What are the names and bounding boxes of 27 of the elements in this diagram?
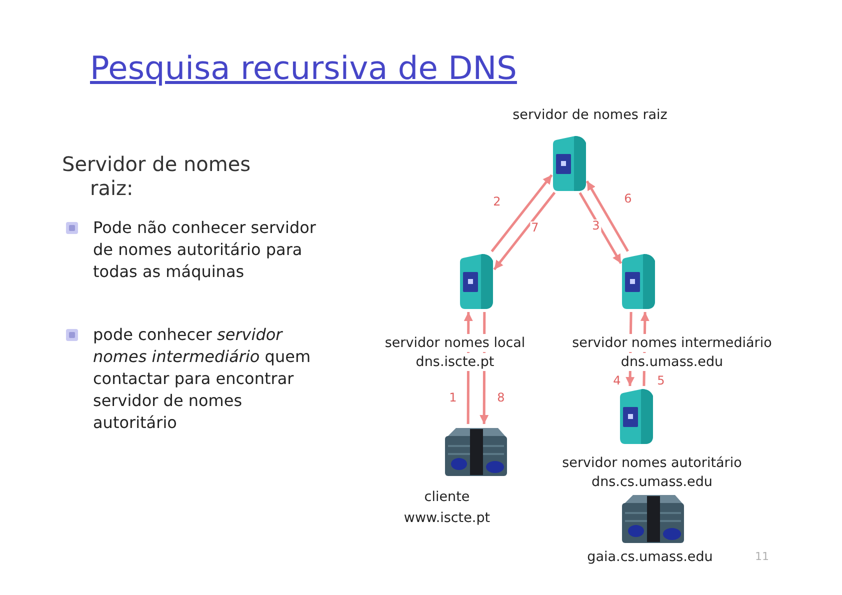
server-icon: [622, 253, 655, 310]
node-caption: servidor nomes intermediário: [570, 334, 774, 352]
bullet-text: pode conhecer servidor nomes intermediário quem contactar para encontrar servidor de nomes autoritário: [93, 324, 312, 434]
edge-label: 3: [591, 220, 601, 232]
computer-icon: [442, 426, 510, 478]
bullet-text: Pode não conhecer servidor de nomes autoritário para todas as máquinas: [93, 217, 317, 283]
edge-label: 8: [496, 392, 506, 404]
arrow: [493, 192, 556, 270]
edge-label: 1: [448, 392, 458, 404]
page-number: 11: [755, 550, 769, 564]
node-caption: www.iscte.pt: [402, 509, 492, 527]
server-icon: [620, 388, 653, 444]
edge-label: 7: [530, 222, 540, 234]
arrow: [586, 180, 629, 252]
node-caption: dns.iscte.pt: [414, 353, 496, 371]
subheading: Servidor de nomes raiz:: [62, 152, 252, 200]
edge-label: 6: [623, 192, 633, 206]
arrow: [490, 174, 553, 252]
edge-label: 2: [492, 196, 502, 208]
edge-label: 4: [612, 374, 622, 388]
edge-label: 5: [656, 374, 666, 388]
server-icon: [460, 253, 493, 310]
computer-icon: [619, 493, 687, 545]
slide-title: Pesquisa recursiva de DNS: [90, 48, 517, 88]
node-caption: gaia.cs.umass.edu: [585, 548, 715, 566]
arrow: [578, 192, 622, 264]
server-icon: [553, 135, 586, 191]
